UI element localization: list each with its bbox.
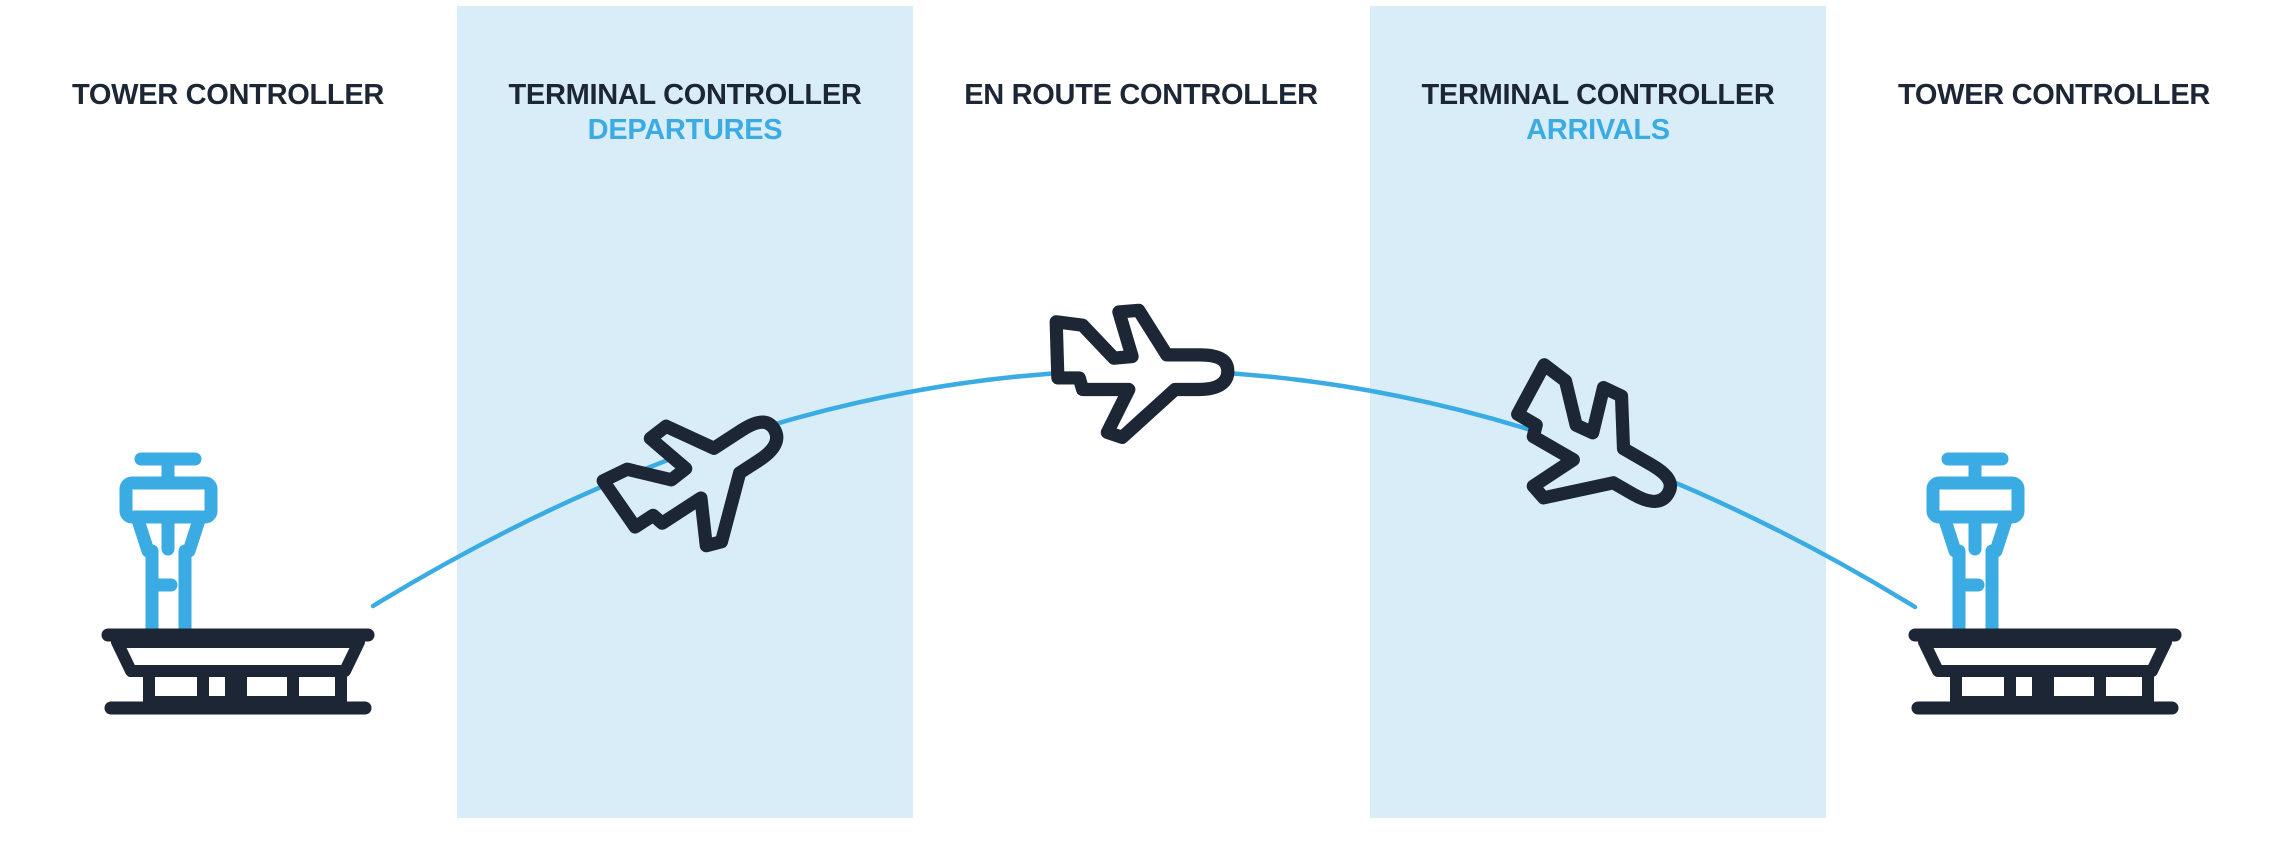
column-header-terminal-arrivals: TERMINAL CONTROLLER ARRIVALS (1370, 78, 1826, 148)
airport-tower-icon (1915, 459, 2175, 708)
column-sublabel: DEPARTURES (587, 114, 783, 146)
column-header-terminal-departures: TERMINAL CONTROLLER DEPARTURES (457, 78, 913, 148)
column-header-tower-right: TOWER CONTROLLER (1826, 78, 2282, 113)
column-header-en-route: EN ROUTE CONTROLLER (913, 78, 1369, 113)
airplane-climbing-icon (597, 378, 810, 578)
departures-highlight-band (457, 6, 913, 818)
column-label: EN ROUTE CONTROLLER (964, 79, 1318, 111)
column-sublabel: ARRIVALS (1526, 114, 1670, 146)
airplane-level-icon (1056, 310, 1228, 437)
airplane-descending-icon (1487, 355, 1699, 551)
airport-tower-icon (108, 459, 368, 708)
column-header-tower-left: TOWER CONTROLLER (0, 78, 456, 113)
column-label: TERMINAL CONTROLLER (1421, 79, 1775, 111)
column-label: TOWER CONTROLLER (71, 79, 385, 111)
column-label: TERMINAL CONTROLLER (508, 79, 862, 111)
column-label: TOWER CONTROLLER (1897, 79, 2211, 111)
